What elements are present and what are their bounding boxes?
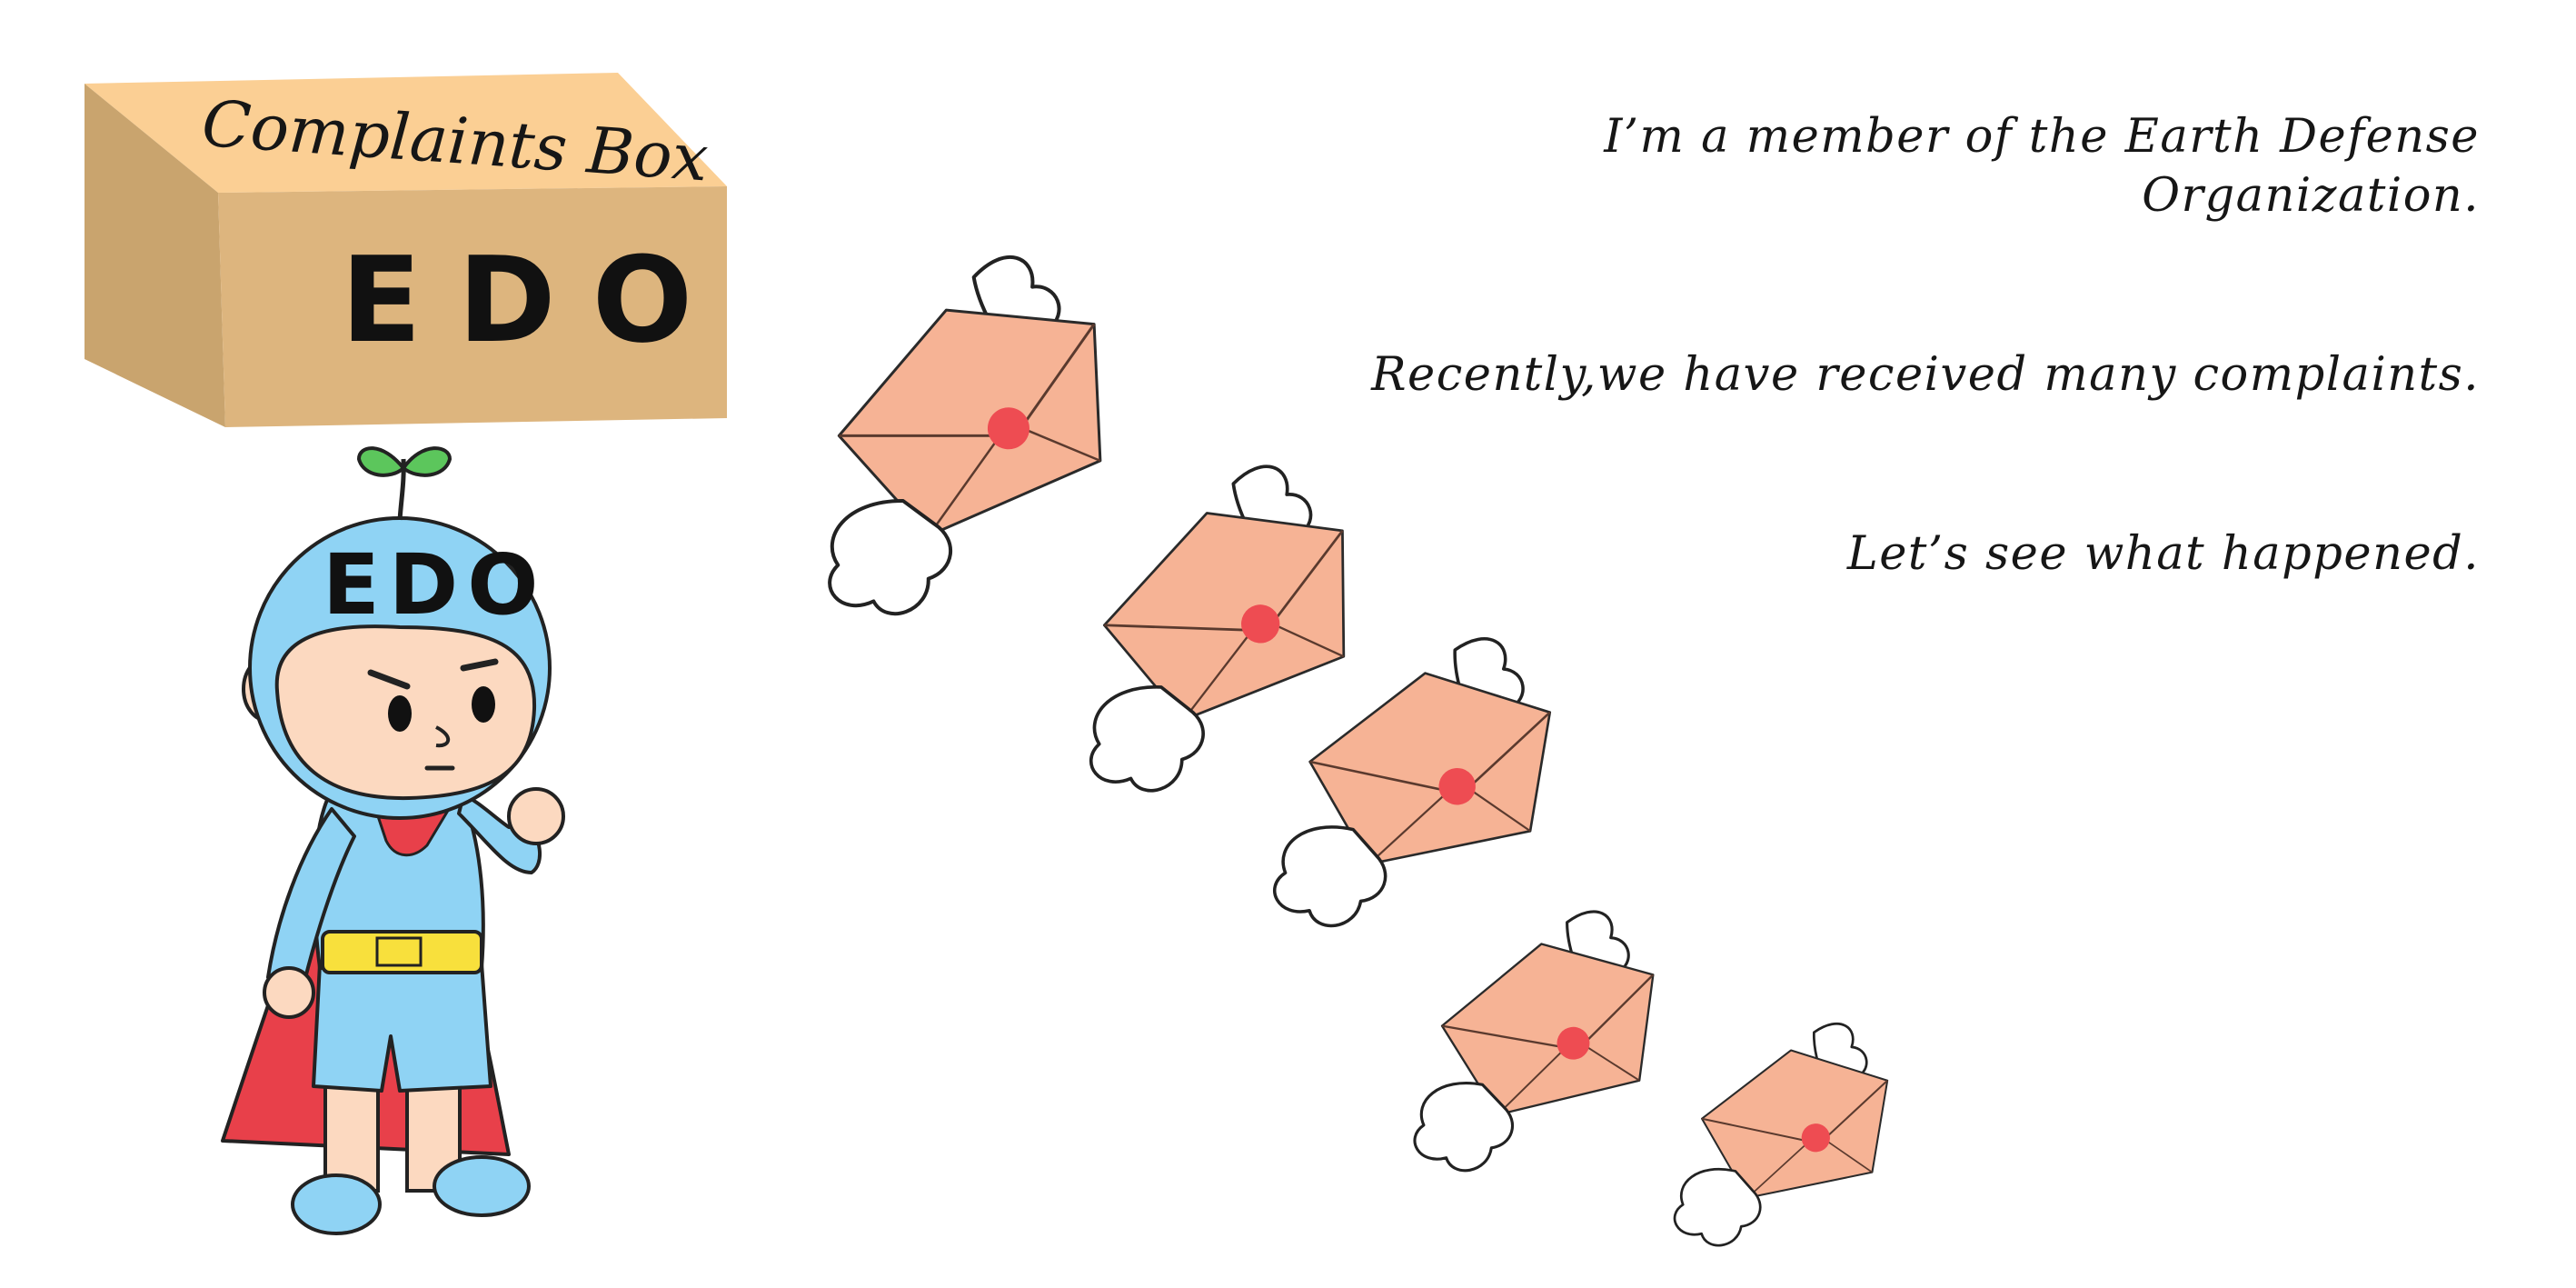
box-top (85, 73, 727, 193)
box-front-label: EDO (341, 231, 729, 369)
narration-line-3: Let’s see what happened. (1846, 527, 2480, 581)
hero-shorts (312, 962, 492, 1093)
hero-shoe-left (291, 1173, 382, 1235)
narration-text: I’m a member of the Earth Defense Organi… (1335, 107, 2480, 704)
hero-eye-left (388, 695, 412, 732)
winged-envelope-1 (748, 235, 1163, 634)
narration-line-1: I’m a member of the Earth Defense Organi… (1604, 110, 2480, 223)
winged-envelope-4 (1385, 903, 1678, 1179)
complaints-box: Complaints Box EDO (85, 73, 729, 427)
narration-line-2: Recently,we have received many complaint… (1371, 348, 2480, 402)
hero-belt (321, 930, 483, 974)
sprout-leaf-right (401, 446, 453, 477)
winged-envelope-5 (1655, 1017, 1905, 1252)
hero-shoe-right (433, 1155, 531, 1217)
hero-character: EDO (221, 446, 565, 1235)
hero-fist-right (507, 787, 565, 845)
box-front (218, 186, 727, 427)
box-left-side (85, 84, 225, 427)
hero-hand-left (263, 966, 315, 1019)
helmet-label: EDO (323, 536, 547, 634)
sprout-leaf-left (356, 446, 406, 477)
hero-arm-right (457, 794, 542, 874)
hero-eye-right (472, 686, 495, 723)
